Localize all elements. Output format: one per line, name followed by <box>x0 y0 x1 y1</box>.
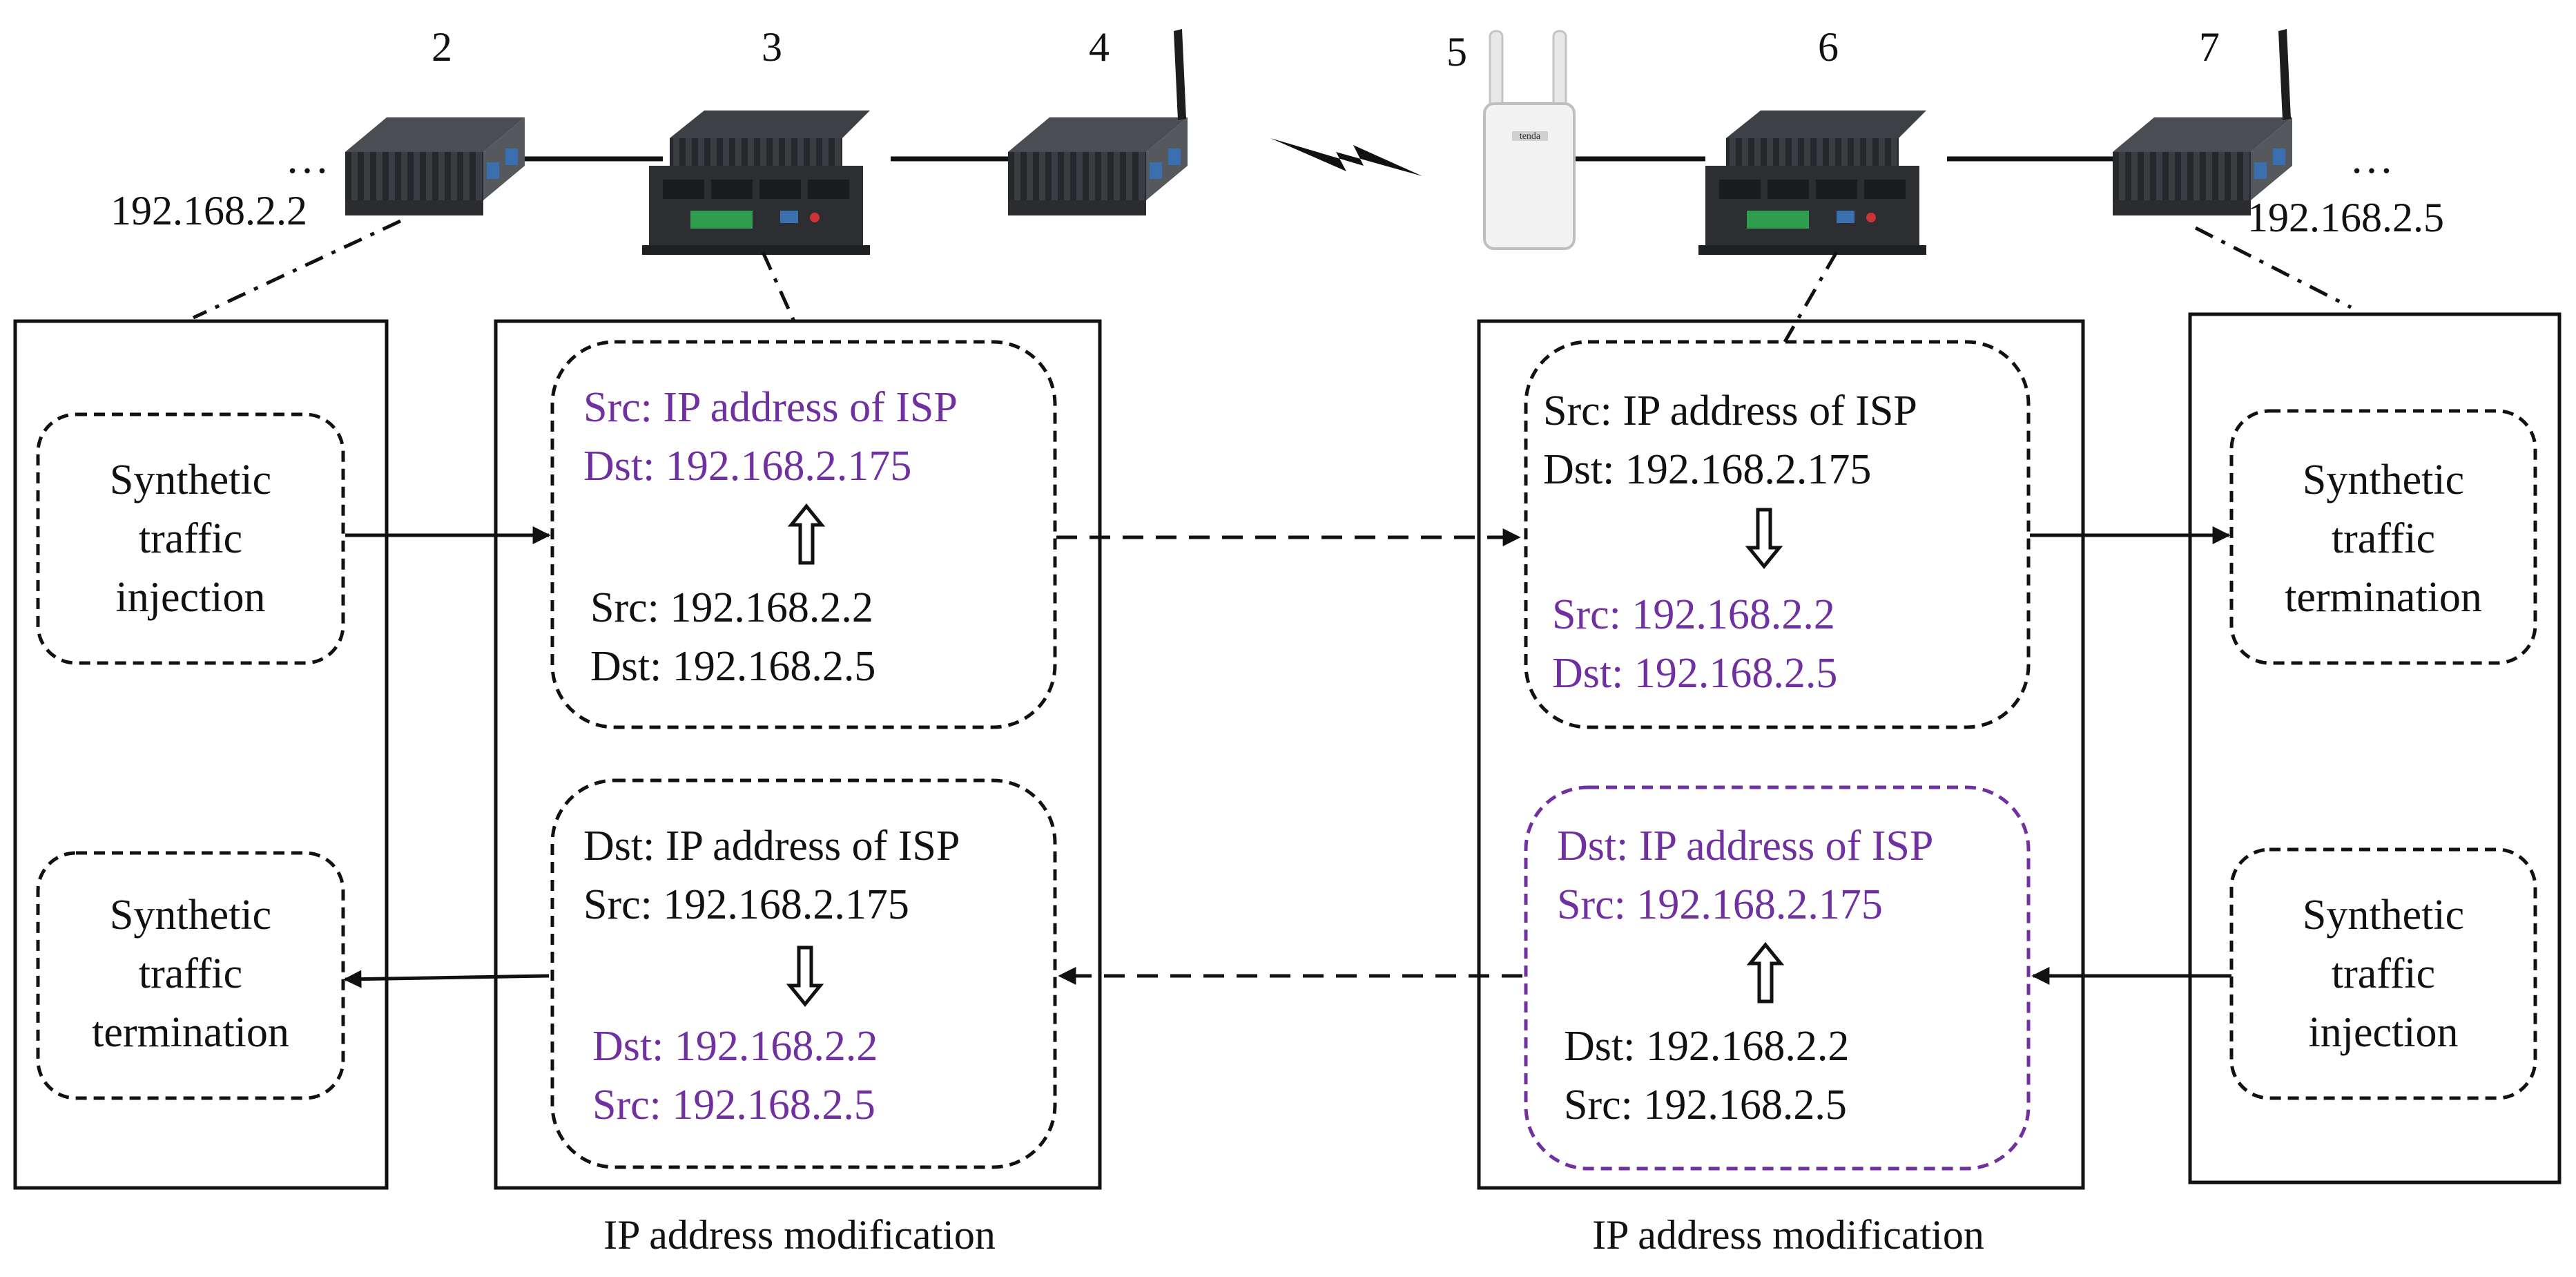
left-mod-top-line4: Dst: 192.168.2.5 <box>590 643 875 690</box>
svg-text:traffic: traffic <box>139 950 242 997</box>
arrow-down-icon <box>1745 508 1783 569</box>
left-mod-top-line3: Src: 192.168.2.2 <box>590 584 873 631</box>
right-mod-bottom-line2: Src: 192.168.2.175 <box>1557 881 1883 928</box>
right-mod-top-line1: Src: IP address of ISP <box>1543 387 1917 434</box>
arrow-mod-left-to-termination <box>343 970 550 988</box>
device-number-7: 7 <box>2199 24 2220 70</box>
svg-text:termination: termination <box>92 1009 289 1056</box>
right-mod-bottom-box <box>1524 785 2031 1171</box>
right-mod-top-line4: Dst: 192.168.2.5 <box>1552 650 1837 697</box>
right-injection-box <box>2229 847 2537 1100</box>
right-termination-label: Synthetic traffic termination <box>2285 457 2482 621</box>
arrow-up-icon <box>787 503 826 565</box>
right-mod-top-line3: Src: 192.168.2.2 <box>1552 591 1835 638</box>
device-leaders <box>192 219 2352 343</box>
right-mod-bottom-line4: Src: 192.168.2.5 <box>1564 1082 1847 1129</box>
svg-text:Synthetic: Synthetic <box>110 457 271 503</box>
left-mod-top-line2: Dst: 192.168.2.175 <box>583 443 911 490</box>
svg-text:injection: injection <box>116 574 266 621</box>
svg-text:injection: injection <box>2309 1009 2459 1056</box>
device-2-ip: 192.168.2.2 <box>110 188 307 233</box>
device-number-2: 2 <box>432 24 452 70</box>
left-mod-bottom-line4: Src: 192.168.2.5 <box>592 1082 875 1129</box>
left-injection-box <box>36 412 345 665</box>
svg-text:Synthetic: Synthetic <box>2303 892 2464 939</box>
svg-text:traffic: traffic <box>2332 515 2435 562</box>
right-modification-panel <box>1477 319 2085 1190</box>
left-termination-box <box>36 851 345 1100</box>
right-mod-top-text: Src: IP address of ISP Dst: 192.168.2.17… <box>1543 387 1917 697</box>
device-4-mini-pc-with-antenna-icon <box>1008 29 1188 215</box>
device-5-wifi-range-extender-icon: tenda <box>1483 30 1576 250</box>
left-mod-caption: IP address modification <box>603 1212 996 1258</box>
right-mod-bottom-line3: Dst: 192.168.2.2 <box>1564 1023 1849 1070</box>
left-mod-bottom-line1: Dst: IP address of ISP <box>583 823 960 870</box>
device-7-ip: 192.168.2.5 <box>2247 195 2444 240</box>
right-termination-box <box>2229 409 2537 665</box>
left-mod-bottom-line2: Src: 192.168.2.175 <box>583 881 909 928</box>
flow-arrows <box>343 526 2231 988</box>
left-mod-top-text: Src: IP address of ISP Dst: 192.168.2.17… <box>583 384 958 690</box>
left-injection-label: Synthetic traffic injection <box>110 457 271 621</box>
device-number-5: 5 <box>1446 29 1467 75</box>
left-termination-label: Synthetic traffic termination <box>92 892 289 1056</box>
svg-text:traffic: traffic <box>2332 950 2435 997</box>
left-mod-top-line1: Src: IP address of ISP <box>583 384 958 431</box>
right-mod-bottom-text: Dst: IP address of ISP Src: 192.168.2.17… <box>1557 823 1933 1129</box>
svg-text:termination: termination <box>2285 574 2482 621</box>
device-6-industrial-pc-icon <box>1698 111 1926 255</box>
arrow-up-icon <box>1746 942 1785 1004</box>
device-labels: 2 3 4 5 6 7 … … 192.168.2.2 192.168.2.5 <box>110 24 2444 240</box>
device-number-6: 6 <box>1818 24 1839 70</box>
extender-brand: tenda <box>1520 131 1541 142</box>
device-2-ellipsis: … <box>285 133 329 182</box>
device-2-mini-pc-icon <box>345 117 525 215</box>
left-host-panel <box>13 319 389 1190</box>
svg-text:traffic: traffic <box>139 515 242 562</box>
arrow-down-icon <box>786 945 824 1007</box>
device-7-ellipsis: … <box>2350 133 2394 182</box>
left-mod-top-box <box>550 340 1057 729</box>
right-mod-caption: IP address modification <box>1592 1212 1984 1258</box>
device-7-mini-pc-with-antenna-icon <box>2113 29 2292 215</box>
right-injection-label: Synthetic traffic injection <box>2303 892 2464 1056</box>
device-3-industrial-pc-icon <box>642 111 870 255</box>
right-mod-bottom-line1: Dst: IP address of ISP <box>1557 823 1933 870</box>
right-mod-top-box <box>1524 340 2031 729</box>
right-host-panel <box>2188 312 2562 1184</box>
device-number-4: 4 <box>1089 24 1110 70</box>
svg-text:Synthetic: Synthetic <box>110 892 271 939</box>
left-mod-bottom-box <box>550 778 1057 1169</box>
left-mod-bottom-line3: Dst: 192.168.2.2 <box>592 1023 878 1070</box>
right-mod-top-line2: Dst: 192.168.2.175 <box>1543 446 1871 493</box>
svg-text:Synthetic: Synthetic <box>2303 457 2464 503</box>
left-mod-bottom-text: Dst: IP address of ISP Src: 192.168.2.17… <box>583 823 960 1129</box>
lightning-bolt-icon <box>1270 138 1422 176</box>
device-number-3: 3 <box>762 24 782 70</box>
left-modification-panel <box>494 319 1102 1190</box>
